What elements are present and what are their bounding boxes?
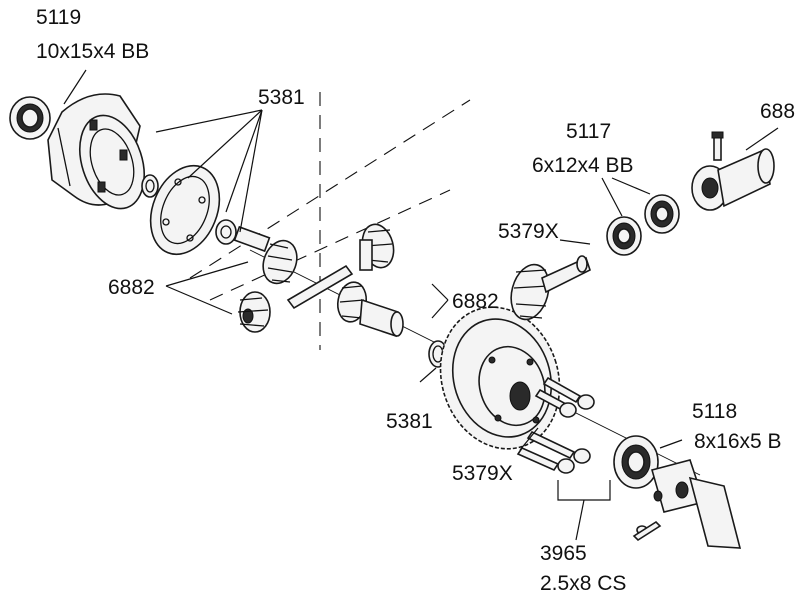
drive-shaft xyxy=(651,459,742,549)
label-5119-part: 5119 xyxy=(36,6,81,29)
spider-gear-middle xyxy=(359,223,395,271)
bearing-5119 xyxy=(9,96,51,140)
cap-screws xyxy=(516,376,662,542)
spider-gear-lower xyxy=(237,291,271,333)
assembly-axis-lines xyxy=(189,92,701,476)
label-5379x-top: 5379X xyxy=(498,220,559,243)
bearing-5117-b xyxy=(644,194,680,234)
label-6882-mid: 6882 xyxy=(452,290,499,313)
differential-housing xyxy=(47,93,145,210)
leader-lines xyxy=(63,69,779,541)
o-ring-5381-small xyxy=(141,174,159,198)
spider-gear-upper xyxy=(233,225,298,285)
output-yoke xyxy=(691,131,775,211)
label-3965-size: 2.5x8 CS xyxy=(540,572,626,595)
label-5381-top: 5381 xyxy=(258,86,305,109)
label-6882-left: 6882 xyxy=(108,276,155,299)
label-5117-part: 5117 xyxy=(566,120,611,143)
label-5381-bottom: 5381 xyxy=(386,410,433,433)
label-3965-part: 3965 xyxy=(540,542,587,565)
label-688: 688 xyxy=(760,100,795,123)
ring-gear xyxy=(439,306,561,450)
output-gear-middle xyxy=(336,281,404,338)
bearing-5117-a xyxy=(606,216,642,256)
label-5118-size: 8x16x5 B xyxy=(694,430,782,453)
bearing-5118 xyxy=(613,435,659,489)
thrust-washer xyxy=(215,219,237,245)
housing-gasket xyxy=(149,164,221,256)
pinion-gear xyxy=(510,255,591,321)
label-5379x-bottom: 5379X xyxy=(452,462,513,485)
label-5118-part: 5118 xyxy=(692,400,737,423)
label-5119-size: 10x15x4 BB xyxy=(36,40,149,63)
label-5117-size: 6x12x4 BB xyxy=(532,154,634,177)
part-labels: 5119 10x15x4 BB 5381 688 5117 6x12x4 BB … xyxy=(36,6,795,595)
cross-pin xyxy=(286,264,354,310)
